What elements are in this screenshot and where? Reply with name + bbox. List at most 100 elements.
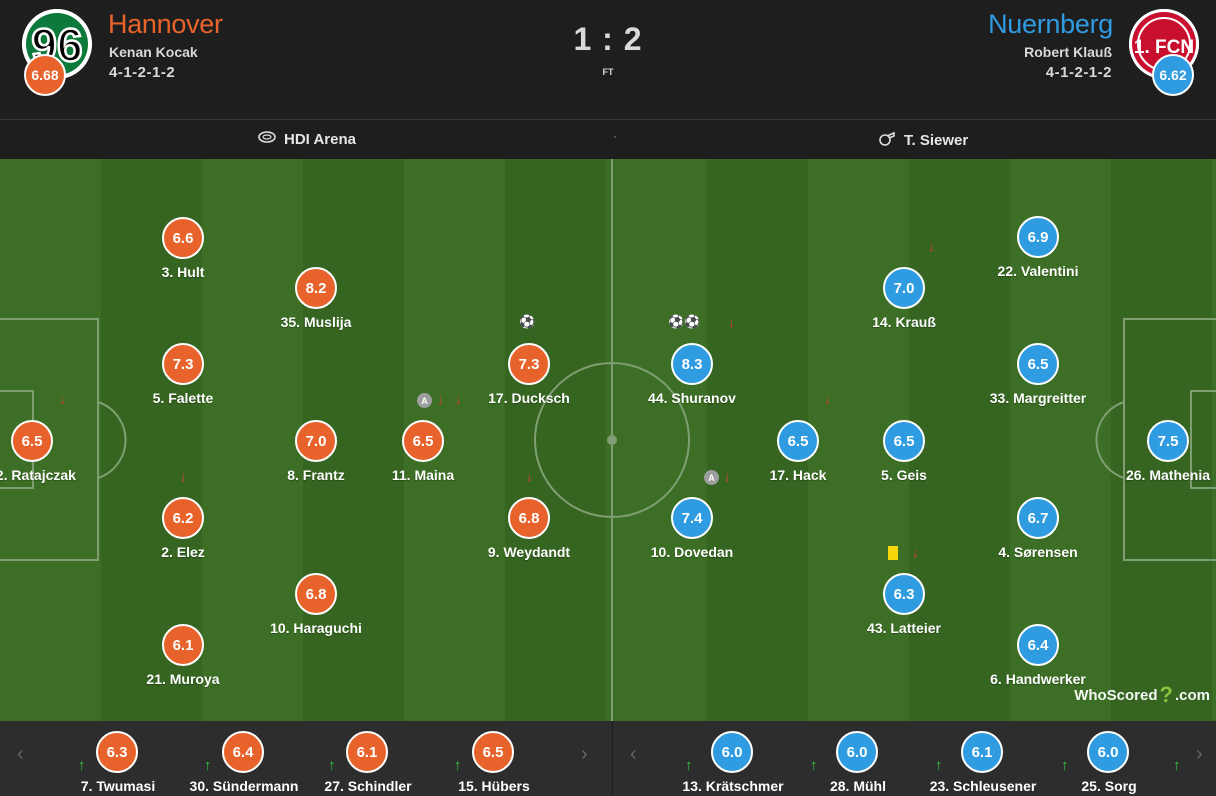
player-card[interactable]: 7.3 5. Falette bbox=[113, 343, 253, 413]
player-name[interactable]: 22. Valentini bbox=[997, 263, 1079, 279]
player-rating[interactable]: 6.7 bbox=[1017, 497, 1059, 539]
player-card[interactable]: 6.9 22. Valentini bbox=[968, 216, 1108, 286]
player-card[interactable]: 8.2 35. Muslija bbox=[246, 267, 386, 337]
player-card[interactable]: 6.4 6. Handwerker bbox=[968, 624, 1108, 694]
player-rating[interactable]: 6.5 bbox=[777, 420, 819, 462]
substitute-card[interactable]: 6.4↑30. Sündermann bbox=[174, 721, 314, 796]
player-name[interactable]: 26. Mathenia bbox=[1125, 467, 1211, 483]
player-name[interactable]: 21. Muroya bbox=[146, 671, 220, 687]
substitute-card[interactable]: 6.5↑15. Hübers bbox=[424, 721, 564, 796]
substitute-rating[interactable]: 6.0 bbox=[1087, 731, 1129, 773]
substitute-name[interactable]: 27. Schindler bbox=[324, 778, 412, 794]
player-rating[interactable]: 6.4 bbox=[1017, 624, 1059, 666]
player-name[interactable]: 5. Falette bbox=[152, 390, 214, 406]
player-name[interactable]: 17. Ducksch bbox=[488, 390, 570, 406]
player-card[interactable]: 6.5 33. Margreitter bbox=[968, 343, 1108, 413]
player-rating[interactable]: 6.2 bbox=[162, 497, 204, 539]
player-name[interactable]: 44. Shuranov bbox=[648, 390, 736, 406]
player-rating[interactable]: 6.5 bbox=[1017, 343, 1059, 385]
player-card[interactable]: 7.5 26. Mathenia bbox=[1098, 420, 1216, 490]
bench-home-next-icon[interactable]: › bbox=[581, 743, 588, 765]
player-card[interactable]: 7.0 14. Krauß ↓ bbox=[834, 240, 974, 337]
player-rating[interactable]: 7.5 bbox=[1147, 420, 1189, 462]
player-rating[interactable]: 6.5 bbox=[402, 420, 444, 462]
player-card[interactable]: 6.8 10. Haraguchi bbox=[246, 573, 386, 643]
substitute-name[interactable]: 40. bbox=[1151, 778, 1211, 794]
player-rating[interactable]: 7.0 bbox=[295, 420, 337, 462]
bench-away-prev-icon[interactable]: ‹ bbox=[630, 743, 637, 765]
substitute-name[interactable]: 30. Sündermann bbox=[189, 778, 299, 794]
player-card[interactable]: 6.5 5. Geis bbox=[834, 420, 974, 490]
substitute-rating[interactable]: 6.5 bbox=[472, 731, 514, 773]
substitute-rating[interactable]: 6.1 bbox=[346, 731, 388, 773]
substitute-card[interactable]: 6.1↑27. Schindler bbox=[298, 721, 438, 796]
player-rating[interactable]: 7.4 bbox=[671, 497, 713, 539]
player-rating[interactable]: 6.8 bbox=[295, 573, 337, 615]
substitute-name[interactable]: 7. Twumasi bbox=[80, 778, 156, 794]
player-name[interactable]: 14. Krauß bbox=[872, 314, 936, 330]
player-card[interactable]: 6.7 4. Sørensen bbox=[968, 497, 1108, 567]
player-rating[interactable]: 7.0 bbox=[883, 267, 925, 309]
player-rating[interactable]: 8.3 bbox=[671, 343, 713, 385]
player-rating[interactable]: 7.3 bbox=[508, 343, 550, 385]
substitute-name[interactable]: 25. Sorg bbox=[1081, 778, 1137, 794]
player-name[interactable]: 10. Dovedan bbox=[650, 544, 734, 560]
player-card[interactable]: 6.6 3. Hult bbox=[113, 217, 253, 287]
player-name[interactable]: 11. Maina bbox=[391, 467, 455, 483]
substitute-name[interactable]: 23. Schleusener bbox=[929, 778, 1037, 794]
player-rating[interactable]: 7.3 bbox=[162, 343, 204, 385]
player-rating[interactable]: 6.9 bbox=[1017, 216, 1059, 258]
away-team-name[interactable]: Nuernberg bbox=[988, 9, 1113, 39]
home-team-name[interactable]: Hannover bbox=[108, 9, 223, 39]
substitute-name[interactable]: 13. Krätschmer bbox=[682, 778, 784, 794]
player-rating[interactable]: 6.5 bbox=[883, 420, 925, 462]
player-name[interactable]: 33. Margreitter bbox=[989, 390, 1087, 406]
player-name[interactable]: 9. Weydandt bbox=[487, 544, 571, 560]
player-rating[interactable]: 6.6 bbox=[162, 217, 204, 259]
player-name[interactable]: 43. Latteier bbox=[867, 620, 941, 636]
player-name[interactable]: 4. Sørensen bbox=[998, 544, 1078, 560]
substitute-rating[interactable]: 6.0 bbox=[836, 731, 878, 773]
player-rating[interactable]: 8.2 bbox=[295, 267, 337, 309]
player-card[interactable]: 6.1 21. Muroya bbox=[113, 624, 253, 694]
substitute-name[interactable]: 28. Mühl bbox=[829, 778, 886, 794]
substitute-card[interactable]: 6.1↑23. Schleusener bbox=[913, 721, 1053, 796]
player-name[interactable]: 17. Hack bbox=[769, 467, 827, 483]
player-name[interactable]: 35. Muslija bbox=[280, 314, 352, 330]
subbed-off-icon: ↓ bbox=[928, 239, 935, 254]
substitute-rating[interactable]: 6.0 bbox=[711, 731, 753, 773]
player-card[interactable]: 6.522. Ratajczak↓ bbox=[0, 393, 102, 490]
player-rating[interactable]: 6.5 bbox=[11, 420, 53, 462]
player-rating[interactable]: 6.1 bbox=[162, 624, 204, 666]
substitute-card[interactable]: 6.3↑7. Twumasi bbox=[48, 721, 188, 796]
substitute-card[interactable]: 6.0↑28. Mühl bbox=[788, 721, 928, 796]
substitute-card[interactable]: 6.0↑13. Krätschmer bbox=[663, 721, 803, 796]
player-name[interactable]: 22. Ratajczak bbox=[0, 467, 76, 483]
player-name[interactable]: 8. Frantz bbox=[287, 467, 345, 483]
player-rating[interactable]: 6.8 bbox=[508, 497, 550, 539]
bench-home-prev-icon[interactable]: ‹ bbox=[17, 743, 24, 765]
player-name[interactable]: 2. Elez bbox=[161, 544, 205, 560]
substitute-rating[interactable]: 6.1 bbox=[961, 731, 1003, 773]
substitute-rating[interactable]: 6.4 bbox=[222, 731, 264, 773]
substitute-card[interactable]: 6.0↑25. Sorg bbox=[1039, 721, 1179, 796]
substitute-card[interactable]: ↑40. bbox=[1151, 721, 1211, 796]
pitch-markings bbox=[0, 159, 1216, 721]
substitute-rating[interactable]: 6.3 bbox=[96, 731, 138, 773]
bench-away-next-icon[interactable]: › bbox=[1196, 743, 1203, 765]
player-name[interactable]: 3. Hult bbox=[161, 264, 205, 280]
player-rating[interactable]: 6.3 bbox=[883, 573, 925, 615]
player-name[interactable]: 10. Haraguchi bbox=[270, 620, 362, 636]
substitute-name[interactable]: 15. Hübers bbox=[458, 778, 530, 794]
player-name[interactable]: 6. Handwerker bbox=[990, 671, 1086, 687]
player-name[interactable]: 5. Geis bbox=[881, 467, 927, 483]
